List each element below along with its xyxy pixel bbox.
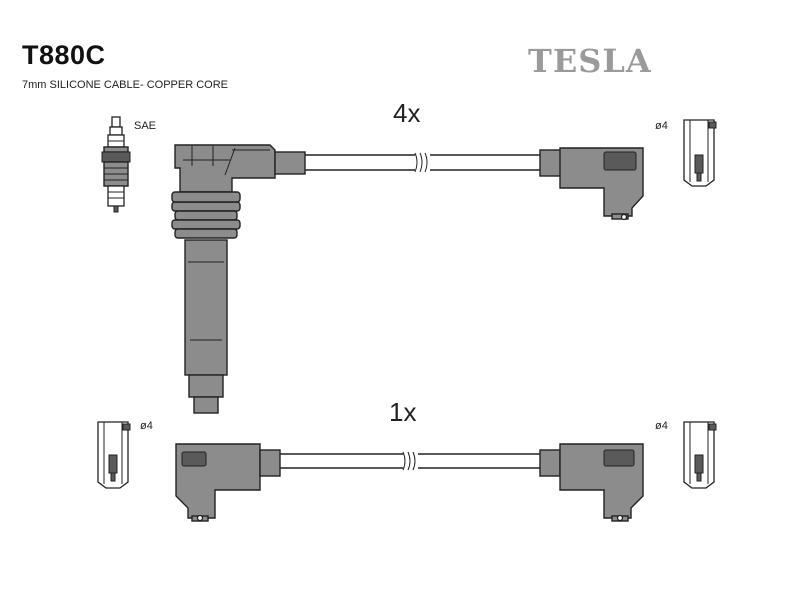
spark-plug-type-label: SAE bbox=[134, 120, 157, 132]
terminal-size-label-bottom-left: ø4 bbox=[140, 420, 153, 432]
terminal-top-right bbox=[683, 119, 717, 187]
right-angle-connector-top bbox=[539, 147, 644, 221]
product-code: T880C bbox=[22, 40, 106, 70]
bottom-cable bbox=[280, 451, 540, 471]
quantity-label-top: 4x bbox=[393, 98, 421, 128]
spark-plug-boot bbox=[171, 144, 306, 414]
brand-logo: TESLA bbox=[528, 42, 652, 80]
top-cable bbox=[305, 152, 540, 173]
spark-plug-icon bbox=[101, 116, 131, 213]
terminal-size-label-bottom-right: ø4 bbox=[655, 420, 668, 432]
terminal-bottom-right bbox=[683, 421, 717, 489]
terminal-size-label-top-right: ø4 bbox=[655, 120, 668, 132]
quantity-label-bottom: 1x bbox=[389, 397, 417, 427]
terminal-bottom-left bbox=[97, 421, 131, 489]
right-angle-connector-bottom-right bbox=[539, 443, 644, 522]
cable-spec-subtitle: 7mm SILICONE CABLE- COPPER CORE bbox=[22, 79, 228, 91]
right-angle-connector-bottom-left bbox=[175, 443, 281, 522]
